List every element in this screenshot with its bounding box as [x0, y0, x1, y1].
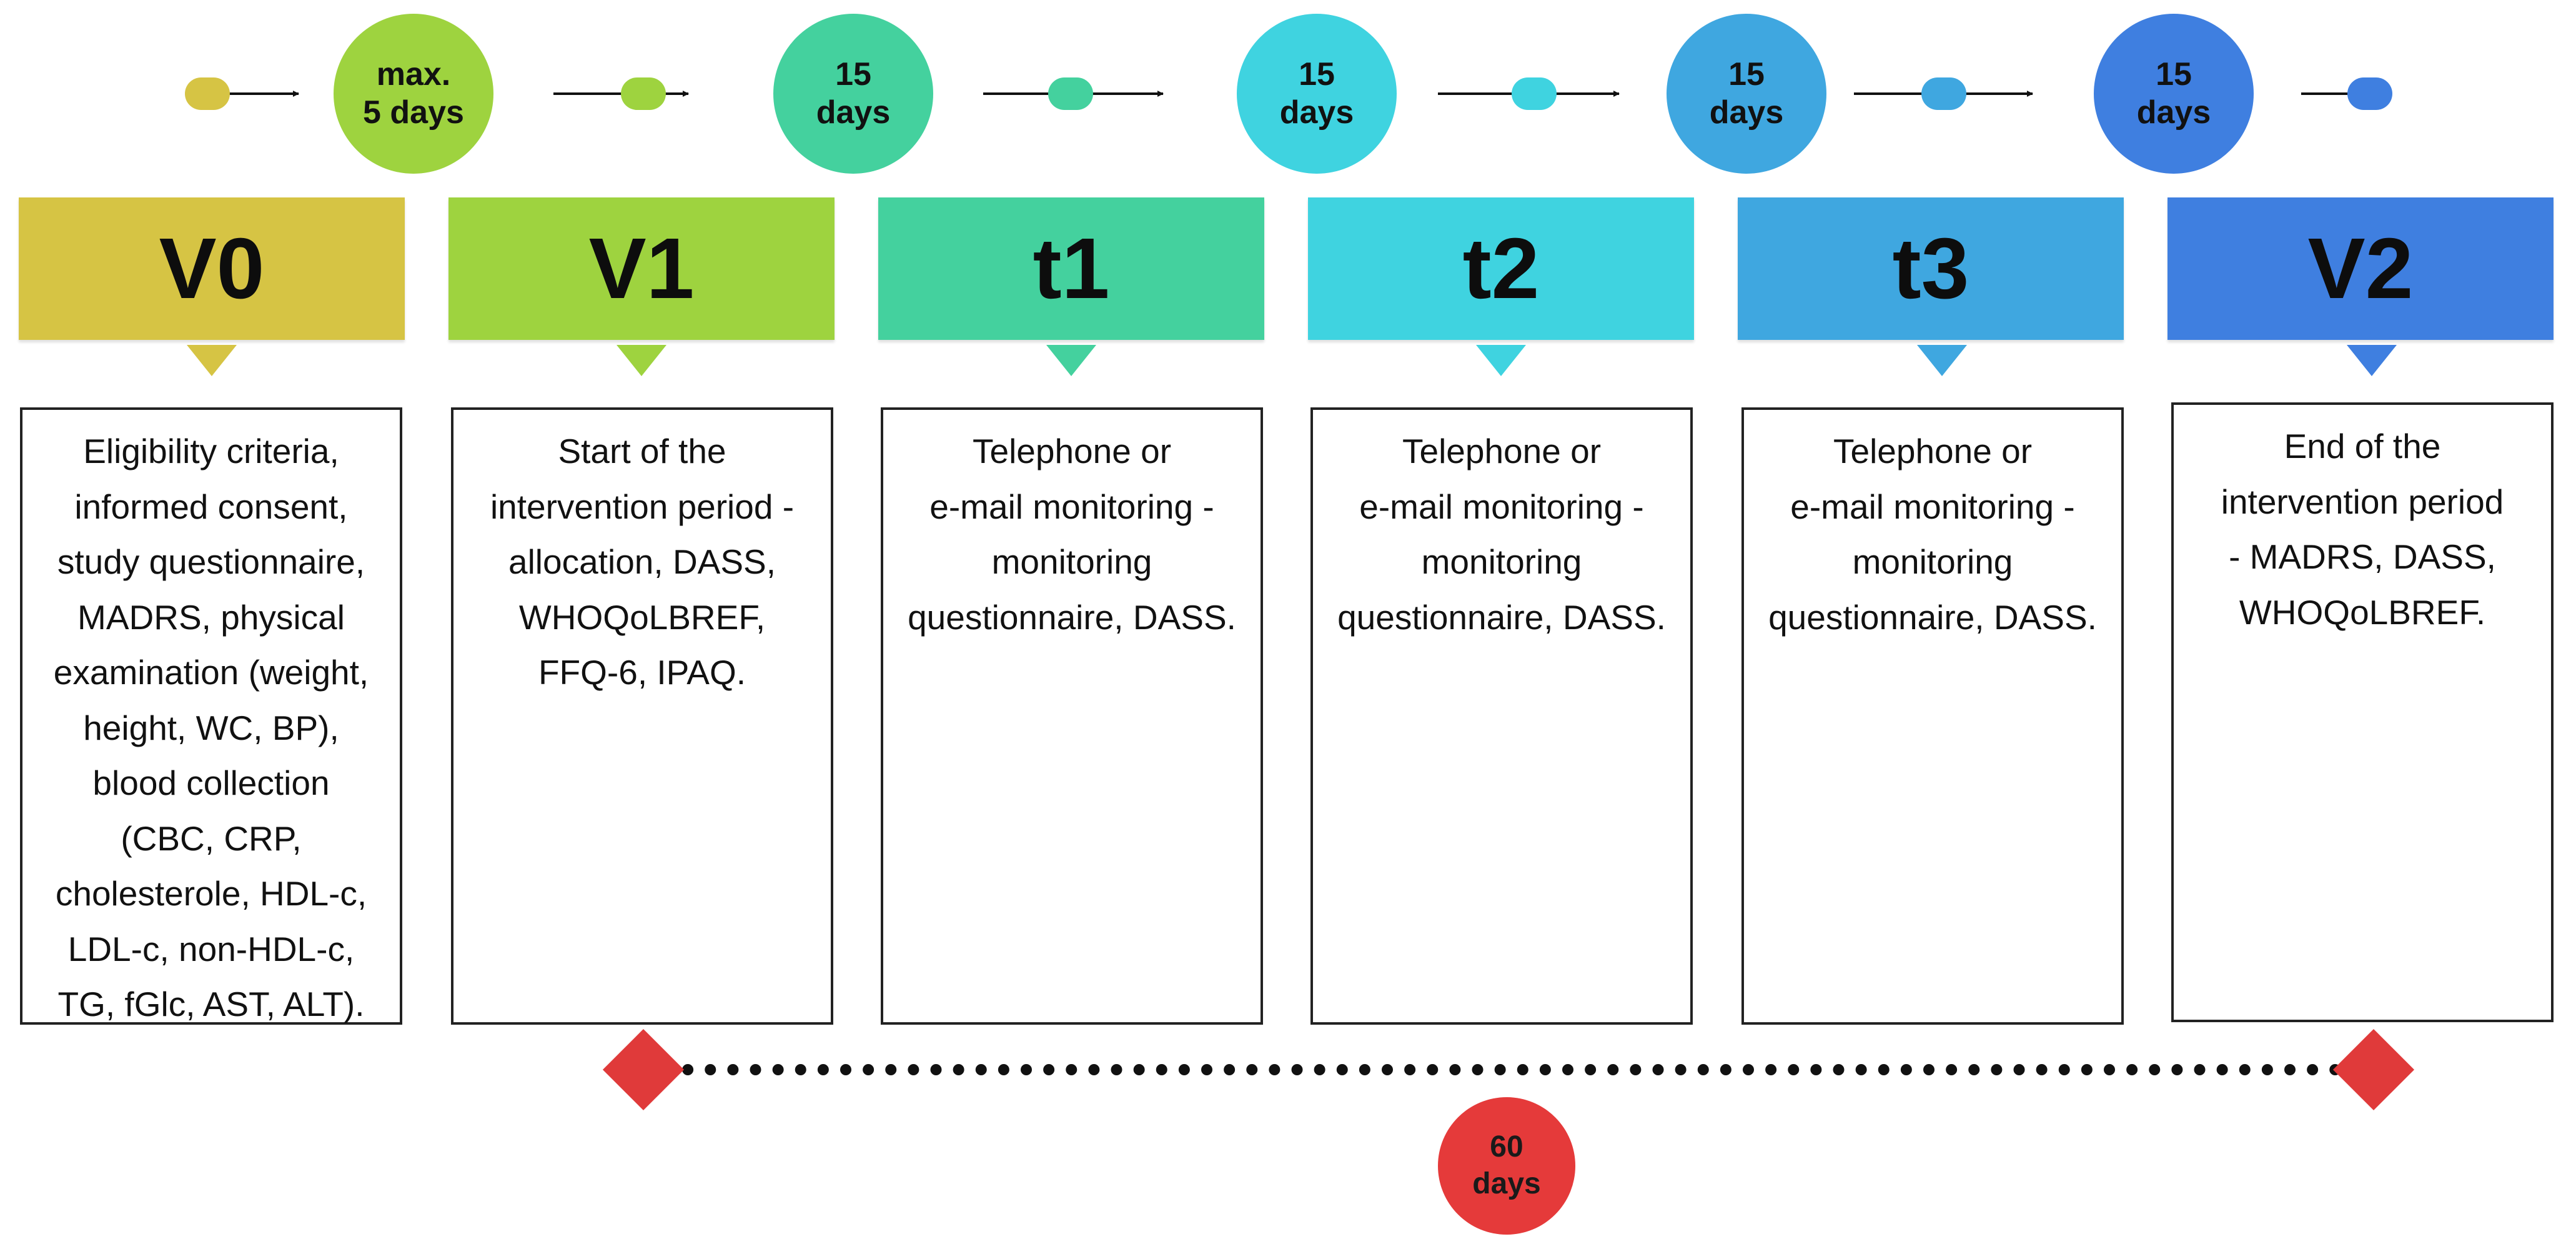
connector-pill-v2 [2347, 77, 2392, 110]
stage-header-t2: t2 [1308, 197, 1694, 340]
interval-circle-5-line1: 15 [2156, 56, 2192, 92]
connector-pill-t2 [1512, 77, 1557, 110]
stage-description-t2: Telephone or e-mail monitoring - monitor… [1310, 407, 1693, 1025]
interval-circle-2: 15 days [773, 14, 933, 174]
interval-circle-5-line2: days [2136, 94, 2211, 131]
stage-label-v1: V1 [588, 220, 695, 317]
stage-pointer-v1 [617, 345, 666, 376]
stage-description-v1: Start of the intervention period - alloc… [451, 407, 833, 1025]
stage-pointer-t3 [1917, 345, 1967, 376]
interval-circle-1-line1: max. [376, 56, 451, 92]
interval-circle-1-line2: 5 days [363, 94, 464, 131]
stage-label-v0: V0 [159, 220, 265, 317]
intervention-duration-circle: 60 days [1438, 1097, 1575, 1235]
intervention-start-marker [602, 1028, 685, 1111]
stage-description-t3: Telephone or e-mail monitoring - monitor… [1741, 407, 2124, 1025]
stage-pointer-t2 [1476, 345, 1526, 376]
stage-description-t1: Telephone or e-mail monitoring - monitor… [881, 407, 1263, 1025]
stage-description-v2: End of the intervention period - MADRS, … [2171, 402, 2554, 1022]
interval-circle-5: 15 days [2094, 14, 2254, 174]
stage-header-v2: V2 [2167, 197, 2554, 340]
connector-pill-t1 [1048, 77, 1093, 110]
duration-line2: days [1472, 1167, 1541, 1200]
interval-circle-3: 15 days [1237, 14, 1397, 174]
stage-pointer-v0 [187, 345, 237, 376]
intervention-span-line [660, 1064, 2341, 1075]
stage-label-t3: t3 [1892, 220, 1969, 317]
stage-label-t1: t1 [1033, 220, 1110, 317]
connector-pill-v1 [621, 77, 666, 110]
interval-circle-4: 15 days [1667, 14, 1826, 174]
interval-circle-3-line2: days [1279, 94, 1354, 131]
stage-description-v0: Eligibility criteria, informed consent, … [20, 407, 402, 1025]
stage-header-v1: V1 [448, 197, 835, 340]
stage-header-v0: V0 [19, 197, 405, 340]
stage-header-t1: t1 [878, 197, 1264, 340]
stage-header-t3: t3 [1738, 197, 2124, 340]
connector-pill-v0 [185, 77, 230, 110]
stage-label-v2: V2 [2307, 220, 2414, 317]
interval-circle-4-line1: 15 [1728, 56, 1765, 92]
duration-line1: 60 [1490, 1130, 1523, 1164]
intervention-end-marker [2332, 1028, 2415, 1111]
stage-pointer-v2 [2347, 345, 2397, 376]
interval-circle-4-line2: days [1709, 94, 1784, 131]
stage-label-t2: t2 [1462, 220, 1540, 317]
interval-circle-3-line1: 15 [1299, 56, 1335, 92]
interval-circle-2-line1: 15 [835, 56, 871, 92]
stage-pointer-t1 [1046, 345, 1096, 376]
interval-circle-2-line2: days [816, 94, 891, 131]
timeline-connectors [185, 77, 2392, 110]
connector-pill-t3 [1921, 77, 1966, 110]
interval-circle-1: max. 5 days [334, 14, 493, 174]
